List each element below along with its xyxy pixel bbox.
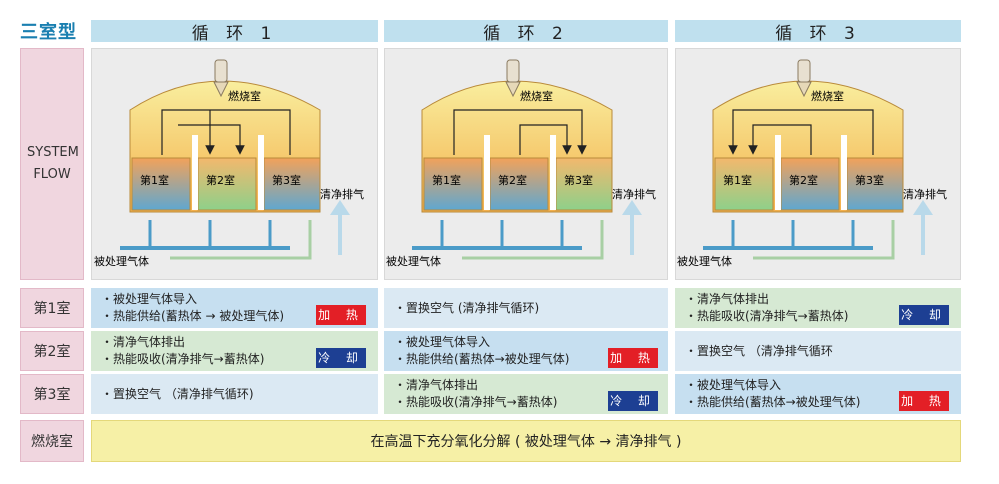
cell-c1-ch2: ・清净气体排出・热能吸收(清净排气→蓄热体) 冷 却: [91, 331, 378, 371]
exhaust-label-c1: 清净排气: [320, 188, 364, 201]
cell-c2-ch2: ・被处理气体导入・热能供给(蓄热体→被处理气体) 加 热: [384, 331, 668, 371]
type-title: 三室型: [20, 22, 77, 43]
cell-c3-ch1: ・清净气体排出・热能吸收(清净排气→蓄热体) 冷 却: [675, 288, 961, 328]
inlet-label-c3: 被处理气体: [677, 255, 732, 268]
chamber3-label-c3: 第3室: [855, 174, 884, 187]
cell-c1-ch1: ・被处理气体导入・热能供给(蓄热体 → 被处理气体) 加 热: [91, 288, 378, 328]
row-label-combustion: 燃烧室: [20, 420, 84, 462]
cycle-3-header: 循 环 3: [675, 20, 961, 44]
chamber2-label-c2: 第2室: [498, 174, 527, 187]
cell-c1-ch3: ・置换空气 （清净排气循环): [91, 374, 378, 414]
cycle-3-flow: [703, 59, 933, 260]
combustion-description: 在高温下充分氧化分解 ( 被处理气体 → 清净排气 ): [91, 420, 961, 462]
chamber2-label-c1: 第2室: [206, 174, 235, 187]
cycle-2-flow: [412, 59, 642, 260]
heat-badge: 加 热: [899, 391, 949, 411]
exhaust-label-c2: 清净排气: [612, 188, 656, 201]
inlet-label-c1: 被处理气体: [94, 255, 149, 268]
cell-c2-ch1: ・置换空气 (清净排气循环): [384, 288, 668, 328]
heat-badge: 加 热: [608, 348, 658, 368]
chamber1-label-c2: 第1室: [432, 174, 461, 187]
cycle-1-flow: [120, 59, 350, 260]
chamber1-label-c1: 第1室: [140, 174, 169, 187]
inlet-label-c2: 被处理气体: [386, 255, 441, 268]
cell-c3-ch2: ・置换空气 （清净排气循环: [675, 331, 961, 371]
chamber3-label-c2: 第3室: [564, 174, 593, 187]
cool-badge: 冷 却: [899, 305, 949, 325]
exhaust-label-c3: 清净排气: [903, 188, 947, 201]
row-label-chamber-2: 第2室: [20, 331, 84, 371]
chamber2-label-c3: 第2室: [789, 174, 818, 187]
cycle-2-header: 循 环 2: [384, 20, 668, 44]
furnace-label-c3: 燃烧室: [811, 90, 844, 103]
row-label-chamber-1: 第1室: [20, 288, 84, 328]
heat-badge: 加 热: [316, 305, 366, 325]
furnace-label-c1: 燃烧室: [228, 90, 261, 103]
row-label-chamber-3: 第3室: [20, 374, 84, 414]
chamber1-label-c3: 第1室: [723, 174, 752, 187]
row-label-system-flow: SYSTEM FLOW: [20, 48, 84, 280]
furnace-label-c2: 燃烧室: [520, 90, 553, 103]
cycle-1-header: 循 环 1: [91, 20, 378, 44]
cell-c3-ch3: ・被处理气体导入・热能供给(蓄热体→被处理气体) 加 热: [675, 374, 961, 414]
chamber3-label-c1: 第3室: [272, 174, 301, 187]
cool-badge: 冷 却: [608, 391, 658, 411]
cool-badge: 冷 却: [316, 348, 366, 368]
cell-c2-ch3: ・清净气体排出・热能吸收(清净排气→蓄热体) 冷 却: [384, 374, 668, 414]
